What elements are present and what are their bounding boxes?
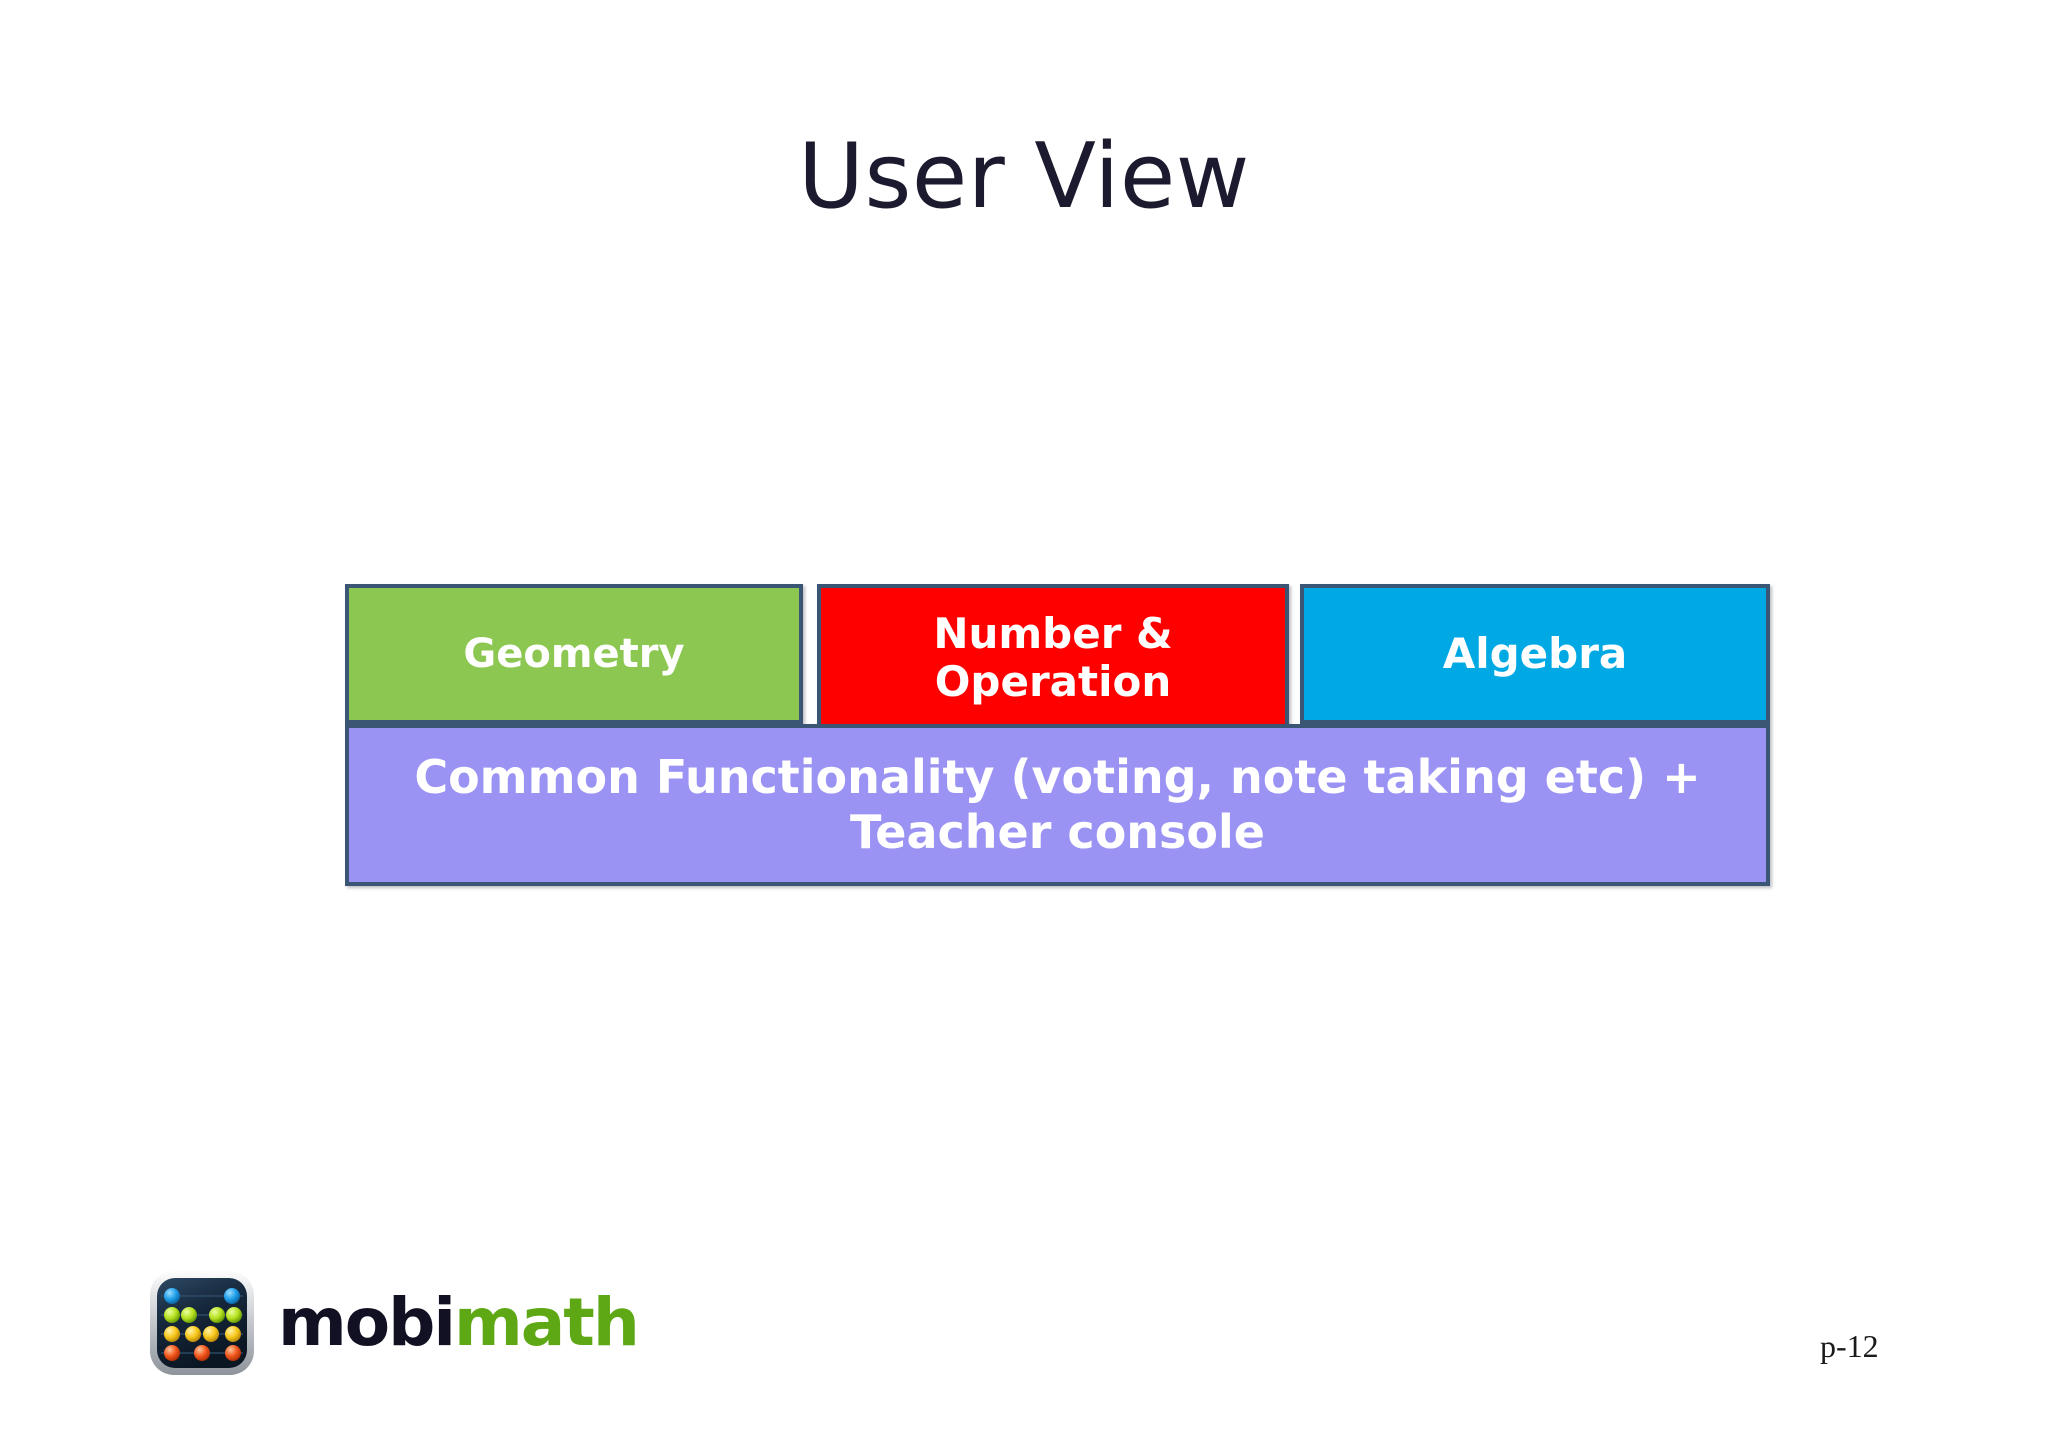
module-label-common-functionality: Common Functionality (voting, note takin… [414,749,1701,859]
module-label-number-operation: Number & Operation [933,610,1172,704]
diagram-top-tier: Geometry Number & Operation Algebra [345,584,1770,731]
page-title: User View [798,124,1250,229]
page-number: p-12 [1820,1328,1879,1364]
logo-wordmark: mobimath [278,1290,640,1356]
module-box-number-operation[interactable]: Number & Operation [817,584,1289,731]
module-box-geometry[interactable]: Geometry [345,584,803,724]
module-label-line-1: Number & [933,609,1173,659]
abacus-icon [148,1269,256,1377]
module-label-line-2: Operation [934,656,1172,706]
module-label-algebra: Algebra [1442,629,1628,679]
module-box-common-functionality[interactable]: Common Functionality (voting, note takin… [345,724,1770,886]
module-box-algebra[interactable]: Algebra [1300,584,1770,724]
architecture-diagram: Geometry Number & Operation Algebra Comm… [345,584,1770,886]
module-label-geometry: Geometry [463,630,685,677]
logo-word-mobi: mobi [278,1284,456,1361]
logo-word-math: math [453,1284,640,1361]
brand-logo: mobimath [148,1262,640,1384]
